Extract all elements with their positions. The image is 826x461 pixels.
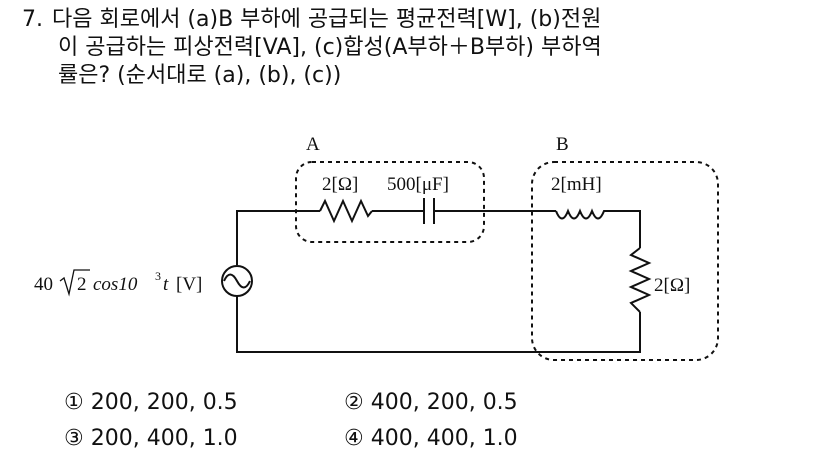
wire-inductor-to-resistor: [607, 210, 641, 248]
inductor-symbol: [555, 208, 607, 220]
capacitor-symbol: [423, 198, 435, 224]
load-b-label: B: [556, 134, 569, 155]
sqrt-sign: [59, 269, 90, 297]
wire-bottom-return: [236, 296, 641, 353]
question-line-3: 률은? (순서대로 (a), (b), (c)): [58, 63, 342, 88]
ac-source-circle: [221, 265, 253, 297]
question-line-1: 7.다음 회로에서 (a)B 부하에 공급되는 평균전력[W], (b)전원: [22, 7, 602, 32]
source-function: cos10: [93, 274, 138, 295]
source-sqrt-value: 2: [77, 274, 87, 295]
source-unit: [V]: [176, 274, 202, 295]
source-expression: 40 2 cos10 3 t [V]: [34, 269, 202, 297]
ac-source-wave: [223, 273, 251, 289]
resistor-b-symbol: [628, 247, 652, 313]
load-a-label: A: [306, 134, 320, 155]
load-a-boundary: [295, 161, 485, 243]
wire-top-left: [236, 210, 320, 265]
source-exponent: 3: [155, 269, 161, 283]
resistor-a-value: 2[Ω]: [322, 174, 358, 195]
resistor-a-symbol: [319, 198, 373, 224]
source-variable: t: [163, 274, 169, 295]
resistor-b-value: 2[Ω]: [654, 275, 690, 296]
source-coefficient: 40: [34, 274, 53, 295]
question-line-2: 이 공급하는 피상전력[VA], (c)합성(A부하＋B부하) 부하역: [58, 35, 602, 60]
load-b-boundary: [531, 161, 719, 361]
question-number: 7.: [22, 7, 43, 32]
inductor-value: 2[mH]: [551, 174, 602, 195]
choice-1[interactable]: ① 200, 200, 0.5: [64, 390, 238, 415]
choice-4[interactable]: ④ 400, 400, 1.0: [344, 426, 518, 451]
choice-2[interactable]: ② 400, 200, 0.5: [344, 390, 518, 415]
choice-3[interactable]: ③ 200, 400, 1.0: [64, 426, 238, 451]
question-text: 7.다음 회로에서 (a)B 부하에 공급되는 평균전력[W], (b)전원 이…: [22, 6, 812, 90]
capacitor-value: 500[μF]: [387, 174, 449, 195]
